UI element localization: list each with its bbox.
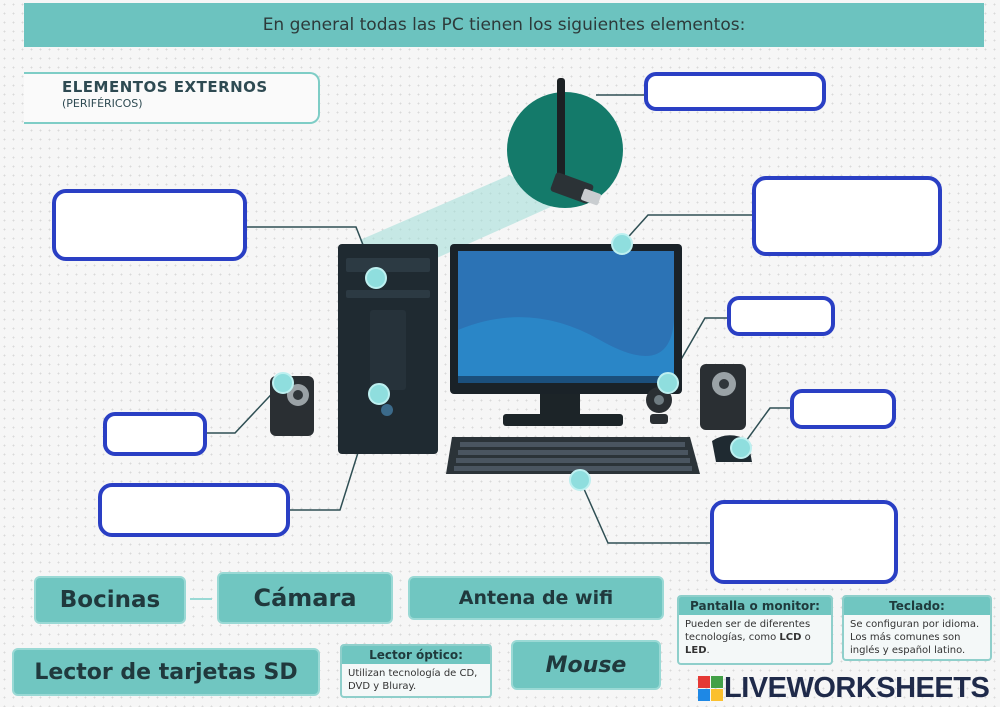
brand-name: LIVEWORKSHEETS — [724, 672, 989, 705]
info-card-lector-optico-text: Utilizan tecnología de CD, DVD y Bluray. — [342, 664, 490, 696]
monitor-stand — [503, 414, 623, 426]
chip-lector-tarjetas-sd[interactable]: Lector de tarjetas SD — [12, 648, 320, 696]
answer-box-sd-reader[interactable] — [98, 483, 290, 537]
marker-dot-card-reader — [368, 383, 390, 405]
answer-box-wifi-antenna[interactable] — [644, 72, 826, 111]
info-card-pantalla: Pantalla o monitor: Pueden ser de difere… — [677, 595, 833, 665]
info-card-teclado-text: Se configuran por idioma. Los más comune… — [844, 615, 990, 660]
marker-dot-tower-drive — [365, 267, 387, 289]
chip-separator — [190, 598, 212, 600]
info-card-pantalla-title: Pantalla o monitor: — [679, 597, 831, 615]
info-card-lector-optico: Lector óptico: Utilizan tecnología de CD… — [340, 644, 492, 698]
antenna-rod — [557, 78, 565, 184]
info-card-pantalla-text: Pueden ser de diferentes tecnologías, co… — [679, 615, 831, 660]
answer-box-mouse[interactable] — [790, 389, 896, 429]
answer-box-keyboard[interactable] — [710, 500, 898, 584]
liveworksheets-brand: LIVEWORKSHEETS — [698, 672, 989, 705]
chip-camara[interactable]: Cámara — [217, 572, 393, 624]
marker-dot-keyboard — [569, 469, 591, 491]
marker-dot-webcam — [657, 372, 679, 394]
liveworksheets-logo-icon — [698, 676, 724, 702]
info-card-teclado-title: Teclado: — [844, 597, 990, 615]
marker-dot-speaker — [272, 372, 294, 394]
chip-mouse[interactable]: Mouse — [511, 640, 661, 690]
marker-dot-mouse — [730, 437, 752, 459]
info-card-lector-optico-title: Lector óptico: — [342, 646, 490, 664]
chip-antena-wifi[interactable]: Antena de wifi — [408, 576, 664, 620]
chip-bocinas[interactable]: Bocinas — [34, 576, 186, 624]
answer-box-speakers[interactable] — [103, 412, 207, 456]
marker-dot-monitor — [611, 233, 633, 255]
answer-box-optical-reader[interactable] — [52, 189, 247, 261]
answer-box-camera[interactable] — [727, 296, 835, 336]
info-card-teclado: Teclado: Se configuran por idioma. Los m… — [842, 595, 992, 661]
answer-box-monitor[interactable] — [752, 176, 942, 256]
